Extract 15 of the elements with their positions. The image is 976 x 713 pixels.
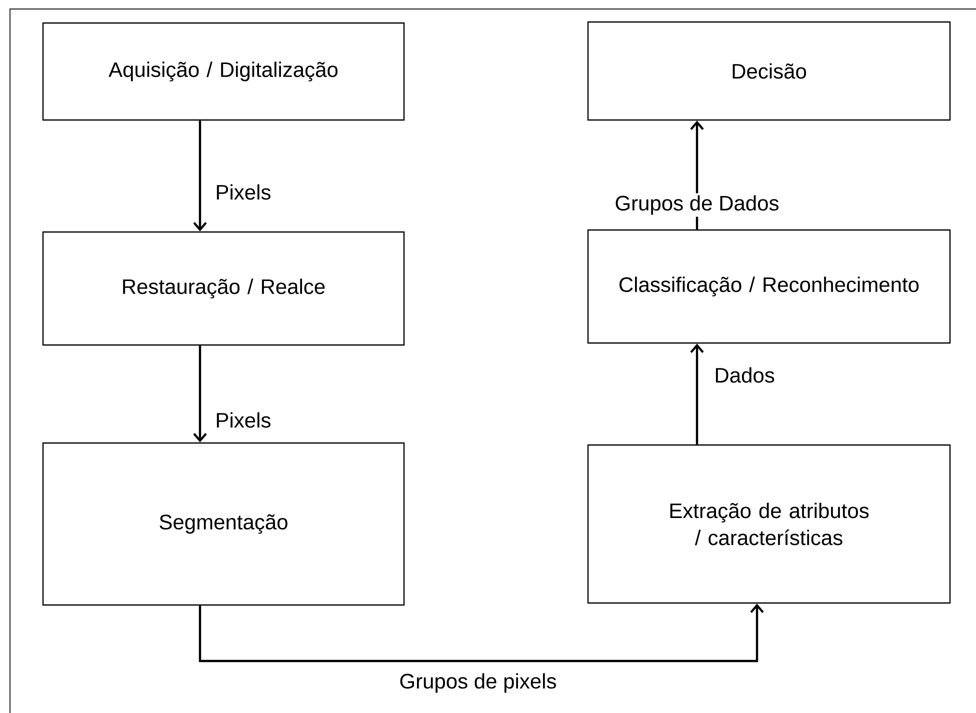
process-box: Restauração / Realce [42,231,405,346]
edge-label: Dados [712,365,777,385]
edge-label: Pixels [213,410,274,430]
arrow [193,120,207,232]
edge-label: Pixels [213,182,274,202]
edge-label: Grupos de pixels [397,671,559,695]
process-box: Classificação / Reconhecimento [587,229,951,344]
process-box: Aquisição / Digitalização [42,22,405,121]
arrow [690,344,704,444]
process-box: Decisão [587,21,951,121]
arrow [198,604,764,662]
process-box: Extração de atributos / características [587,444,951,604]
edge-label: Grupos de Dados [612,193,782,217]
arrow [193,346,207,442]
process-box: Segmentação [42,442,405,606]
